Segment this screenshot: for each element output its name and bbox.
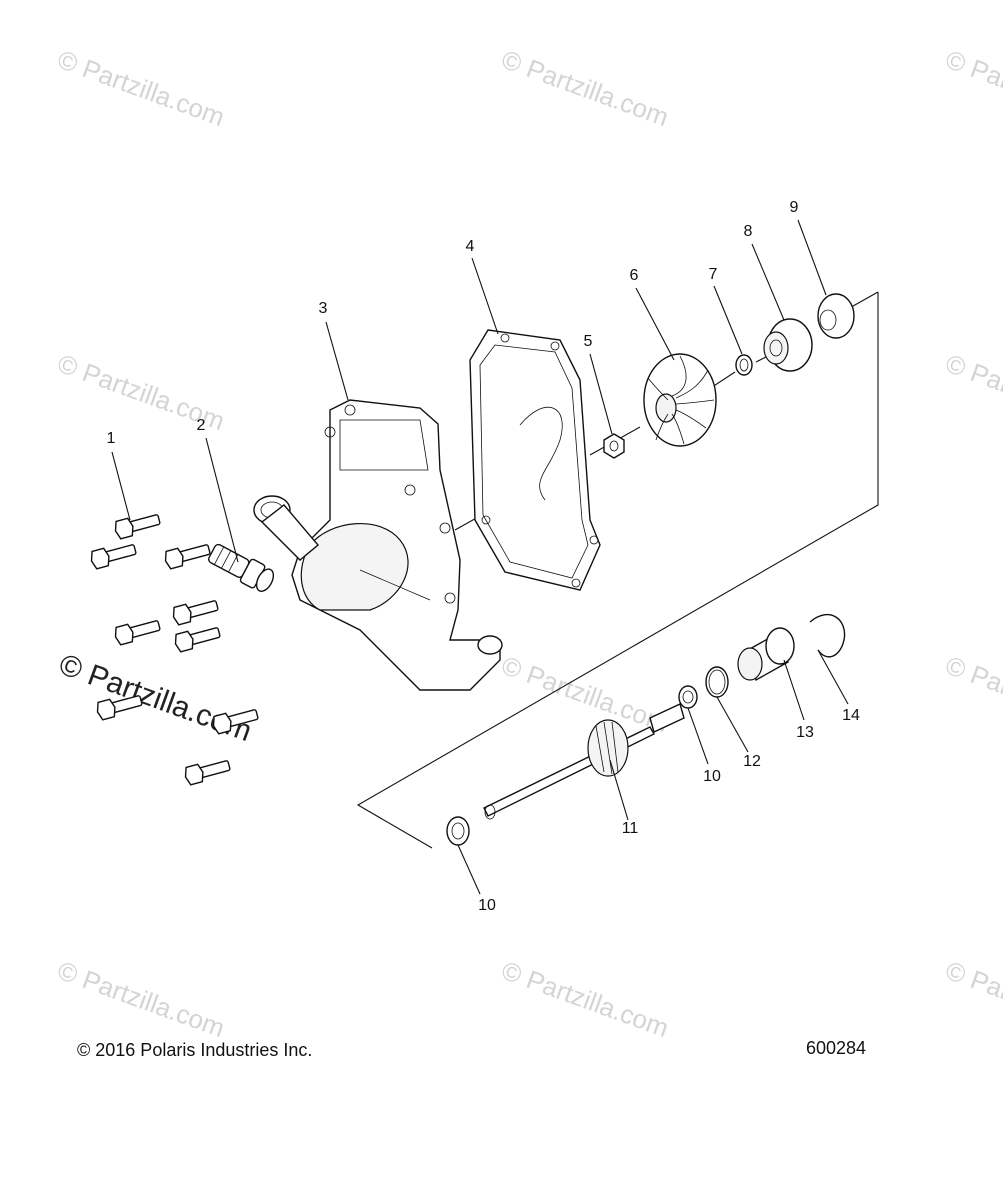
- callout-5: 5: [583, 333, 593, 350]
- callout-7: 7: [708, 266, 718, 283]
- large-o-ring-icon: [705, 666, 729, 698]
- callout-6: 6: [629, 267, 639, 284]
- shaft-gear-icon: [483, 703, 685, 820]
- hose-fitting-icon: [208, 543, 275, 592]
- washer-icon: [678, 685, 698, 709]
- impeller-icon: [643, 353, 717, 447]
- callout-10-upper: 10: [703, 768, 721, 785]
- gasket-icon: [469, 329, 601, 591]
- callout-10-lower: 10: [478, 897, 496, 914]
- seal-icon: [763, 318, 813, 372]
- bushing-icon: [737, 627, 795, 682]
- callout-12: 12: [743, 753, 761, 770]
- callout-14: 14: [842, 707, 860, 724]
- o-ring-icon: [735, 354, 753, 376]
- callout-8: 8: [743, 223, 753, 240]
- drawing-number: 600284: [806, 1038, 867, 1058]
- callout-13: 13: [796, 724, 814, 741]
- callout-3: 3: [318, 300, 328, 317]
- callout-9: 9: [789, 199, 799, 216]
- leader-lines: [111, 219, 849, 895]
- callout-4: 4: [465, 238, 475, 255]
- bolt-icon: [90, 514, 259, 786]
- nut-icon: [603, 433, 625, 459]
- seal-ring-icon: [817, 293, 855, 339]
- copyright-text: © 2016 Polaris Industries Inc.: [77, 1040, 313, 1060]
- callout-2: 2: [196, 417, 206, 434]
- snap-ring-icon: [809, 613, 846, 658]
- pump-housing-icon: [253, 399, 503, 691]
- callout-1: 1: [106, 430, 116, 447]
- callout-11: 11: [621, 820, 639, 837]
- washer-icon: [446, 816, 470, 846]
